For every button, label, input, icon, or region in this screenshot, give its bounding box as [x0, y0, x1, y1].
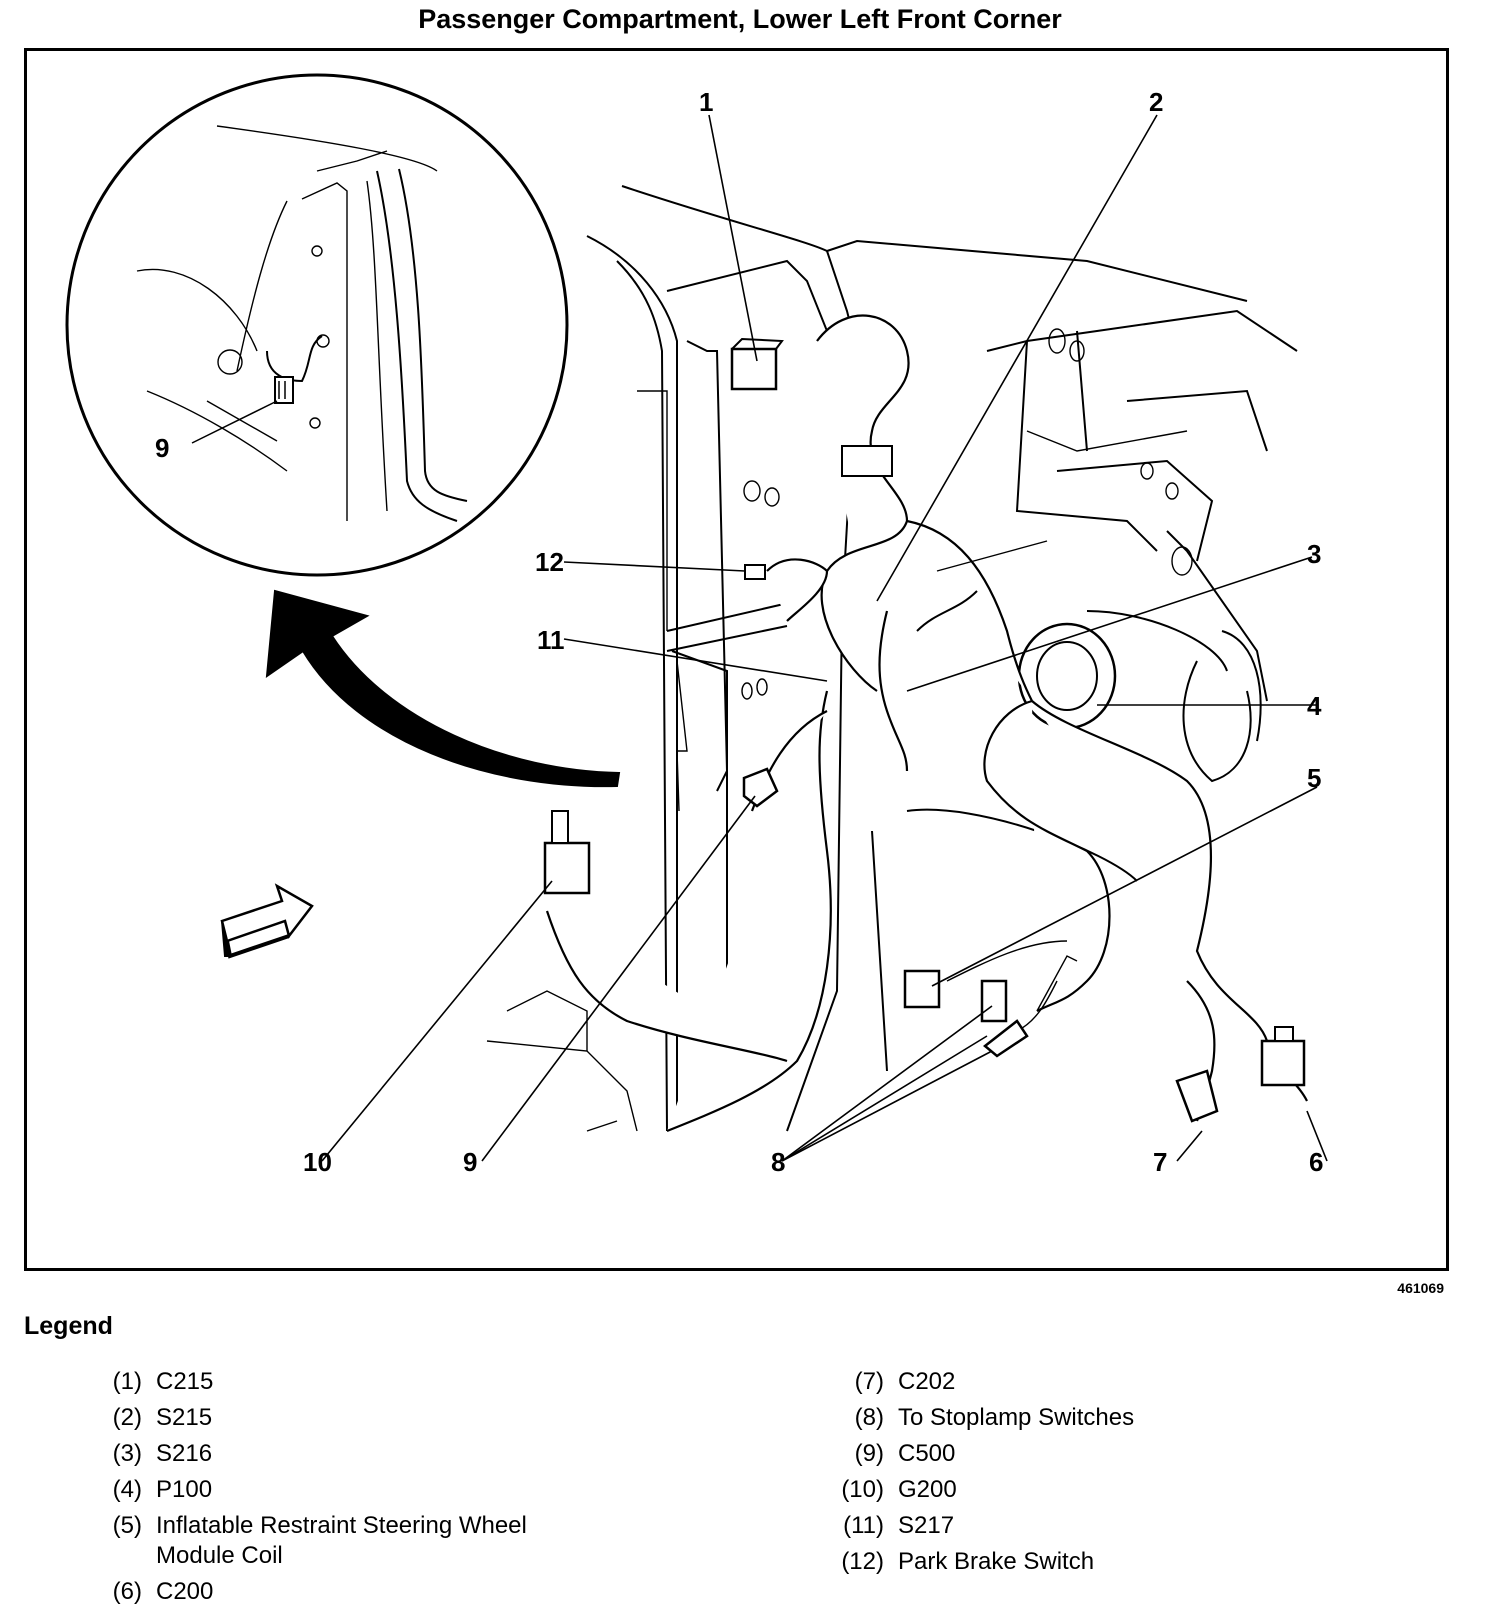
legend-title: Legend	[24, 1312, 113, 1340]
legend-item: (10) G200	[820, 1472, 1338, 1508]
legend-item-number: (11)	[843, 1512, 884, 1539]
callout-9: 9	[463, 1147, 477, 1177]
callout-6: 6	[1309, 1147, 1323, 1177]
callout-8: 8	[771, 1147, 785, 1177]
legend-item: (7) C202	[820, 1364, 1338, 1400]
splice-s215	[841, 445, 893, 477]
legend-item: (3) S216	[78, 1436, 596, 1472]
legend-item-text: G200	[898, 1476, 957, 1503]
stoplamp-connector-lower	[983, 1019, 1029, 1058]
legend-item: (1) C215	[78, 1364, 596, 1400]
diagram-frame: 1 2 3 4 5 6 7 8 9 10 11 12 9	[24, 48, 1449, 1271]
legend-item-number: (10)	[841, 1476, 884, 1503]
legend-item-text: Park Brake Switch	[898, 1548, 1095, 1575]
callout-7: 7	[1153, 1147, 1167, 1177]
callout-4: 4	[1307, 691, 1322, 721]
legend-item: (9) C500	[820, 1436, 1338, 1472]
callout-10: 10	[303, 1147, 332, 1177]
connector-c202	[1175, 1069, 1219, 1123]
direction-arrow-icon	[220, 883, 314, 959]
legend-item-number: (4)	[112, 1476, 142, 1503]
stoplamp-connector-upper	[980, 979, 1008, 1023]
connector-c215	[730, 347, 778, 391]
legend-item-text: C202	[898, 1368, 956, 1395]
legend-item-text: C500	[898, 1440, 956, 1467]
park-brake-switch-connector	[744, 564, 766, 580]
curved-arrow-icon	[265, 589, 621, 788]
legend-item-text: S217	[898, 1512, 955, 1539]
legend-item-number: (2)	[112, 1404, 142, 1431]
legend-item-number: (1)	[112, 1368, 142, 1395]
wiring-harness	[545, 314, 1308, 1133]
legend-item-number: (7)	[854, 1368, 884, 1395]
callout-1: 1	[699, 87, 713, 117]
legend-item-text: C215	[156, 1368, 214, 1395]
legend-item-text: S215	[156, 1404, 213, 1431]
diagram-title: Passenger Compartment, Lower Left Front …	[418, 4, 1062, 34]
legend-item-text: P100	[156, 1476, 213, 1503]
legend-item: (2) S215	[78, 1400, 596, 1436]
legend-item: (12) Park Brake Switch	[820, 1544, 1338, 1580]
legend-item-number: (8)	[854, 1404, 884, 1431]
legend-item-text: C200	[156, 1578, 214, 1605]
callout-3: 3	[1307, 539, 1321, 569]
callout-12: 12	[535, 547, 564, 577]
connector-c200	[1260, 1039, 1306, 1087]
legend-item: (4) P100	[78, 1472, 596, 1508]
connector-g200	[543, 841, 591, 895]
legend-item: (11) S217	[820, 1508, 1338, 1544]
inset-callout-9: 9	[155, 433, 169, 463]
legend-item-number: (12)	[841, 1548, 884, 1575]
legend-item: (8) To Stoplamp Switches	[820, 1400, 1338, 1436]
legend-item-number: (5)	[112, 1512, 142, 1539]
legend-item-text: S216	[156, 1440, 213, 1467]
legend-item-text: To Stoplamp Switches	[898, 1404, 1135, 1431]
legend-item: (5) Inflatable Restraint Steering Wheel …	[78, 1508, 596, 1574]
legend-item-number: (3)	[112, 1440, 142, 1467]
legend-item-number: (6)	[112, 1578, 142, 1605]
callout-2: 2	[1149, 87, 1163, 117]
inset-detail-view	[65, 73, 569, 577]
legend-item: (6) C200	[78, 1574, 596, 1610]
legend-right-column: (7) C202 (8) To Stoplamp Switches (9) C5…	[820, 1364, 1338, 1580]
figure-id: 461069	[1397, 1280, 1444, 1296]
wiring-illustration: 1 2 3 4 5 6 7 8 9 10 11 12 9	[65, 73, 1328, 1177]
leader-lines	[321, 114, 1328, 1162]
legend-item-number: (9)	[854, 1440, 884, 1467]
callout-11: 11	[537, 625, 565, 655]
legend-item-text: Inflatable Restraint Steering Wheel Modu…	[156, 1512, 527, 1569]
connectors	[543, 337, 1306, 1123]
coil-connector	[903, 969, 941, 1009]
legend-left-column: (1) C215 (2) S215 (3) S216 (4) P100 (5) …	[78, 1364, 596, 1610]
connector-c500	[742, 767, 779, 808]
callout-5: 5	[1307, 763, 1321, 793]
